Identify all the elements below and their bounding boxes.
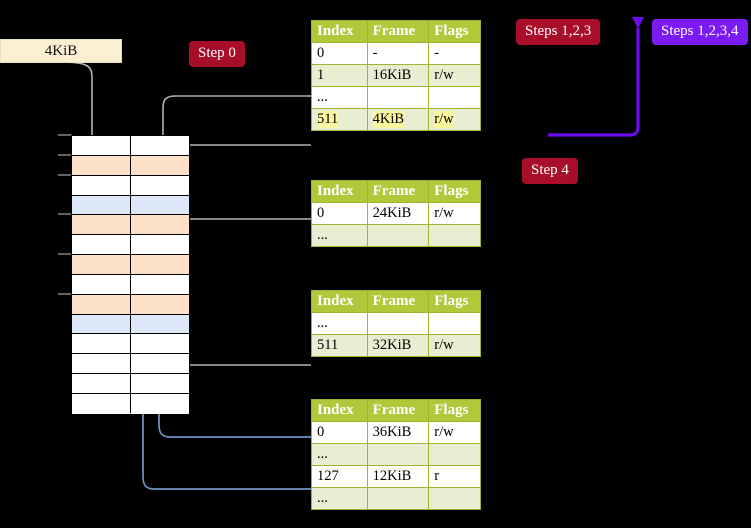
cell-frame: 24KiB xyxy=(366,202,430,225)
cell-flags xyxy=(428,312,481,335)
table-header-row: Index Frame Flags xyxy=(311,399,481,422)
cell-index: 0 xyxy=(311,202,368,225)
column-header-index: Index xyxy=(311,399,368,422)
cell-flags: r/w xyxy=(428,202,481,225)
cell-index: 1 xyxy=(311,64,368,87)
badge-steps-1234: Steps 1,2,3,4 xyxy=(652,19,748,45)
pdpt-table: Index Frame Flags 0 24KiB r/w ... xyxy=(311,180,481,247)
cell-frame: 12KiB xyxy=(366,465,430,488)
table-header-row: Index Frame Flags xyxy=(311,180,481,203)
cell-index: 511 xyxy=(311,108,368,131)
cell-frame xyxy=(366,443,430,466)
pd-table: Index Frame Flags ... 511 32KiB r/w xyxy=(311,290,481,357)
cell-flags xyxy=(428,224,481,247)
cell-index: ... xyxy=(311,443,368,466)
cell-index: 127 xyxy=(311,465,368,488)
cell-flags xyxy=(428,487,481,510)
cell-flags: r/w xyxy=(428,64,481,87)
cell-flags xyxy=(428,86,481,109)
pml4-table: Index Frame Flags 0 - - 1 16KiB r/w ... … xyxy=(311,20,481,131)
cell-frame: 36KiB xyxy=(366,421,430,444)
size-box-4kib: 4KiB xyxy=(0,39,122,63)
table-row-highlighted: 511 4KiB r/w xyxy=(311,108,481,131)
cell-index: ... xyxy=(311,86,368,109)
cell-frame: 16KiB xyxy=(366,64,430,87)
cell-frame: 4KiB xyxy=(366,108,430,131)
column-header-frame: Frame xyxy=(366,399,430,422)
cell-flags xyxy=(428,443,481,466)
column-header-index: Index xyxy=(311,20,368,43)
column-header-flags: Flags xyxy=(428,180,481,203)
table-row: 511 32KiB r/w xyxy=(311,334,481,357)
memory-tick-marks xyxy=(58,134,72,295)
memory-column-divider xyxy=(130,135,131,413)
cell-frame: 32KiB xyxy=(366,334,430,357)
cell-flags: - xyxy=(428,42,481,65)
column-header-flags: Flags xyxy=(428,399,481,422)
table-row: ... xyxy=(311,312,481,335)
table-header-row: Index Frame Flags xyxy=(311,290,481,313)
column-header-frame: Frame xyxy=(366,290,430,313)
column-header-frame: Frame xyxy=(366,20,430,43)
size-box-label: 4KiB xyxy=(44,42,78,59)
cell-index: 0 xyxy=(311,42,368,65)
cell-frame xyxy=(366,86,430,109)
table-row: ... xyxy=(311,86,481,109)
cell-flags: r/w xyxy=(428,108,481,131)
cell-flags: r/w xyxy=(428,421,481,444)
table-header-row: Index Frame Flags xyxy=(311,20,481,43)
cell-frame: - xyxy=(366,42,430,65)
cell-index: 511 xyxy=(311,334,368,357)
column-header-index: Index xyxy=(311,290,368,313)
cell-frame xyxy=(366,224,430,247)
pt-table: Index Frame Flags 0 36KiB r/w ... 127 12… xyxy=(311,399,481,510)
table-row: 0 36KiB r/w xyxy=(311,421,481,444)
table-row: ... xyxy=(311,443,481,466)
table-row: ... xyxy=(311,487,481,510)
connector-pdpt-row0 xyxy=(175,218,311,267)
connector-pd-row511 xyxy=(175,307,311,366)
cell-flags: r/w xyxy=(428,334,481,357)
table-row: 1 16KiB r/w xyxy=(311,64,481,87)
cell-index: 0 xyxy=(311,421,368,444)
column-header-flags: Flags xyxy=(428,290,481,313)
cell-frame xyxy=(366,312,430,335)
cell-frame xyxy=(366,487,430,510)
cell-flags: r xyxy=(428,465,481,488)
connector-pml4-row511 xyxy=(175,144,311,214)
table-row: 127 12KiB r xyxy=(311,465,481,488)
column-header-flags: Flags xyxy=(428,20,481,43)
badge-step-4: Step 4 xyxy=(522,158,578,184)
cell-index: ... xyxy=(311,312,368,335)
table-row: ... xyxy=(311,224,481,247)
column-header-index: Index xyxy=(311,180,368,203)
cell-index: ... xyxy=(311,224,368,247)
table-row: 0 24KiB r/w xyxy=(311,202,481,225)
cell-index: ... xyxy=(311,487,368,510)
badge-steps-123: Steps 1,2,3 xyxy=(516,19,601,45)
column-header-frame: Frame xyxy=(366,180,430,203)
badge-step-0: Step 0 xyxy=(189,41,245,67)
table-row: 0 - - xyxy=(311,42,481,65)
